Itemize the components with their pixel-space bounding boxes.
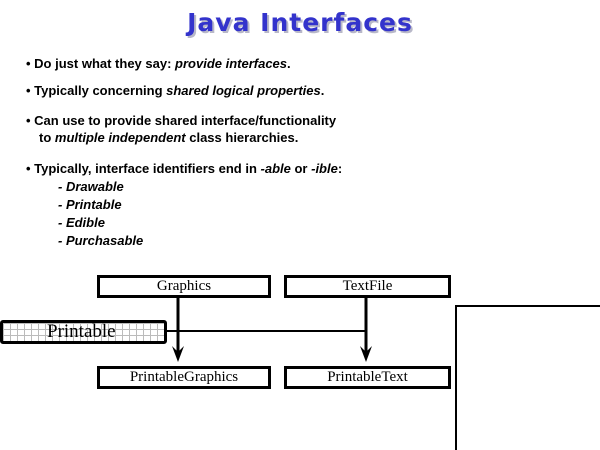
page-title: Java Interfaces xyxy=(187,8,413,37)
text: . xyxy=(320,83,325,98)
example-item: - Drawable xyxy=(58,179,124,194)
example-item: - Printable xyxy=(58,197,122,212)
text: to xyxy=(39,130,55,145)
emphasis: multiple independent xyxy=(54,130,186,145)
text: • Can use to provide shared interface/fu… xyxy=(26,113,337,128)
text: . xyxy=(287,56,291,71)
bullet-2: • Typically concerning shared logical pr… xyxy=(26,82,324,99)
text: class hierarchies. xyxy=(185,130,299,145)
emphasis: -ible xyxy=(311,161,338,176)
interface-box-printable: Printable xyxy=(0,320,167,344)
arrowhead-icon xyxy=(360,346,372,362)
example-item: - Purchasable xyxy=(58,233,144,248)
emphasis: provide interfaces xyxy=(175,56,288,71)
frame-border xyxy=(455,305,600,450)
bullet-3: • Can use to provide shared interface/fu… xyxy=(26,112,336,146)
emphasis: shared logical properties xyxy=(166,83,321,98)
text: : xyxy=(337,161,343,176)
class-box-printable-text: PrintableText xyxy=(284,366,451,389)
emphasis: -able xyxy=(260,161,291,176)
text-line-2: to multiple independent class hierarchie… xyxy=(26,129,336,146)
text: • Do just what they say: xyxy=(26,56,176,71)
bullet-4: • Typically, interface identifiers end i… xyxy=(26,160,342,177)
class-box-textfile: TextFile xyxy=(284,275,451,298)
text: • Typically, interface identifiers end i… xyxy=(26,161,261,176)
text: • Typically concerning xyxy=(26,83,167,98)
class-box-graphics: Graphics xyxy=(97,275,271,298)
bullet-1: • Do just what they say: provide interfa… xyxy=(26,55,291,72)
class-box-printable-graphics: PrintableGraphics xyxy=(97,366,271,389)
example-item: - Edible xyxy=(58,215,105,230)
arrowhead-icon xyxy=(172,346,184,362)
text: or xyxy=(290,161,312,176)
